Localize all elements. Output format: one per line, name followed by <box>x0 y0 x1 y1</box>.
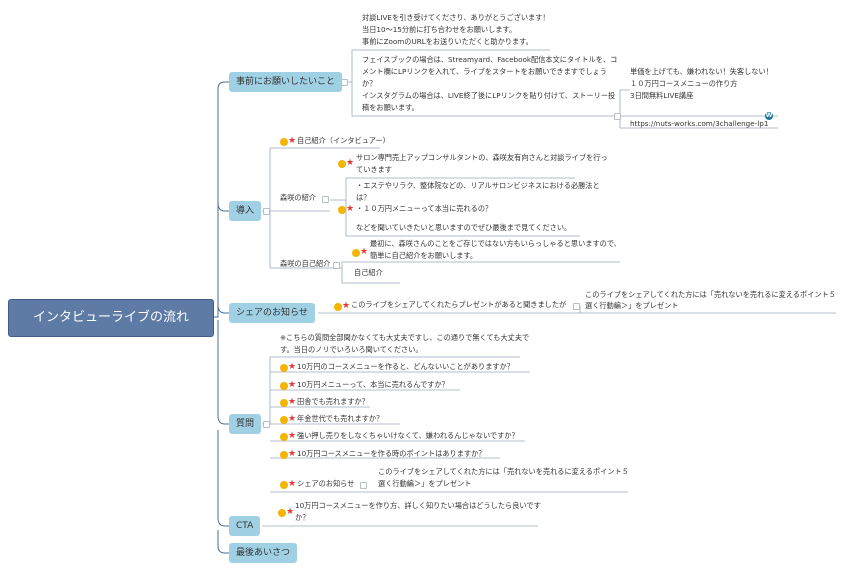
priority-star-icon: ★ <box>280 136 296 147</box>
root-topic[interactable]: インタビューライブの流れ <box>8 299 214 337</box>
priority-star-icon: ★ <box>280 479 296 490</box>
share-detail-line-2: 選く行動編＞」をプレゼント <box>585 301 679 310</box>
morishi-self-line-1: 最初に、森咲さんのことをご存じではない方もいらっしゃると思いますので、 <box>370 239 621 248</box>
priority-star-icon: ★ <box>280 397 296 408</box>
q-share-detail-line-2: 選く行動編＞」をプレゼント <box>378 479 472 488</box>
priority-star-icon: ★ <box>280 431 296 442</box>
promo-line-2: １０万円コースメニューの作り方 <box>630 79 738 88</box>
question-4: 年金世代でも売れますか？ <box>297 414 384 423</box>
priority-star-icon: ★ <box>338 204 354 215</box>
collapse-toggle[interactable] <box>322 196 329 203</box>
facebook-note-line-1: フェイスブックの場合は、Streamyard、Facebook配信本文にタイトル… <box>362 55 618 64</box>
collapse-toggle[interactable] <box>333 262 340 269</box>
collapse-toggle[interactable] <box>573 303 580 310</box>
collapse-toggle[interactable] <box>360 482 367 489</box>
question-2: 10万円メニューって、本当に売れるんですか？ <box>297 380 449 389</box>
instagram-note-line-1: インスタグラムの場合は、LIVE終了後にLPリンクを貼り付けて、ストーリー投 <box>362 91 616 100</box>
share-detail-line-1: このライブをシェアしてくれた方には「売れないを売れるに変えるポイント５ <box>585 290 836 299</box>
intro-line-2: 当日10〜15分前に打ち合わせをお願いします。 <box>362 25 517 34</box>
self-intro-sub: 自己紹介 <box>354 268 383 277</box>
question-1: 10万円のコースメニューを作ると、どんないいことがありますか？ <box>297 362 514 371</box>
question-share: シェアのお知らせ <box>297 479 355 488</box>
share-question: このライブをシェアしてくれたらプレゼントがあると聞きましたが <box>351 300 567 309</box>
questions-note-line-1: ※こちらの質問全部聞かなくても大丈夫ですし、この通りで無くても大丈夫で <box>280 333 530 342</box>
lp-url-link[interactable]: https://nuts-works.com/3challenge-lp1 <box>630 119 769 128</box>
priority-star-icon: ★ <box>280 449 296 460</box>
question-5: 強い押し売りをしなくちゃいけなくて、嫌われるんじゃないですか？ <box>297 431 519 440</box>
instagram-note-line-2: 稿をお願います。 <box>362 103 419 112</box>
priority-star-icon: ★ <box>338 158 354 169</box>
intro-line-1: 対談LIVEを引き受けてくださり、ありがとうございます！ <box>362 13 550 22</box>
question-6: 10万円コースメニューを作る時のポイントはありますか？ <box>297 449 486 458</box>
morishi-p2-line-5: などを聞いていきたいと思いますのでぜひ最後まで見てください。 <box>356 223 572 232</box>
questions-note-line-2: す。当日のノリでいろいろ聞いてください。 <box>280 345 423 354</box>
priority-star-icon: ★ <box>280 362 296 373</box>
facebook-note-line-3: か？ <box>362 79 377 88</box>
priority-star-icon: ★ <box>280 414 296 425</box>
cta-line-1: 10万円コースメニューを作り方、詳しく知りたい場合はどうしたら良いです <box>295 501 541 510</box>
promo-line-1: 単価を上げても、嫌われない！失客しない！ <box>630 67 773 76</box>
branch-cta[interactable]: CTA <box>229 516 261 536</box>
priority-star-icon: ★ <box>334 301 350 312</box>
branch-introduction[interactable]: 導入 <box>229 201 262 221</box>
wordpress-icon: W <box>765 112 773 120</box>
facebook-note-line-2: メント欄にLPリンクを入れて、ライブをスタートをお願いできますでしょう <box>362 67 607 76</box>
morishi-p1-line-2: ていきます <box>356 165 392 174</box>
morishi-p1-line-1: サロン専門売上アップコンサルタントの、森咲友有向さんと対談ライブを行っ <box>356 153 608 162</box>
cta-line-2: か？ <box>295 513 310 522</box>
q-share-detail-line-1: このライブをシェアしてくれた方には「売れないを売れるに変えるポイント５ <box>378 467 629 476</box>
morishi-p2-line-1: ・エステやリラク、整体院などの、リアルサロンビジネスにおける必勝法と <box>356 181 600 190</box>
branch-closing-greeting[interactable]: 最後あいさつ <box>229 543 298 563</box>
branch-share-notice[interactable]: シェアのお知らせ <box>229 303 315 323</box>
morishi-p2-line-2: は？ <box>356 193 371 202</box>
promo-line-3: 3日間無料LIVE講座 <box>630 91 694 100</box>
collapse-toggle[interactable] <box>614 113 621 120</box>
intro-line-3: 事前にZoomのURLをお送りいただくと助かります。 <box>362 37 533 46</box>
branch-preparation[interactable]: 事前にお願いしたいこと <box>229 72 343 92</box>
collapse-toggle[interactable] <box>263 421 270 428</box>
priority-star-icon: ★ <box>352 247 368 258</box>
branch-questions[interactable]: 質問 <box>229 414 262 434</box>
priority-star-icon: ★ <box>278 507 294 518</box>
morishi-self-line-2: 簡単に自己紹介をお願いします。 <box>370 251 478 260</box>
question-3: 田舎でも売れますか？ <box>297 397 369 406</box>
morishi-intro: 森咲の紹介 <box>280 193 316 202</box>
morishi-p2-line-3: ・１０万円メニューって本当に売れるの？ <box>356 204 493 213</box>
self-intro-interviewer: 自己紹介（インタビュアー） <box>297 136 390 145</box>
priority-star-icon: ★ <box>280 380 296 391</box>
collapse-toggle[interactable] <box>263 208 270 215</box>
collapse-toggle[interactable] <box>341 79 348 86</box>
morishi-self-intro: 森咲の自己紹介 <box>280 259 331 268</box>
